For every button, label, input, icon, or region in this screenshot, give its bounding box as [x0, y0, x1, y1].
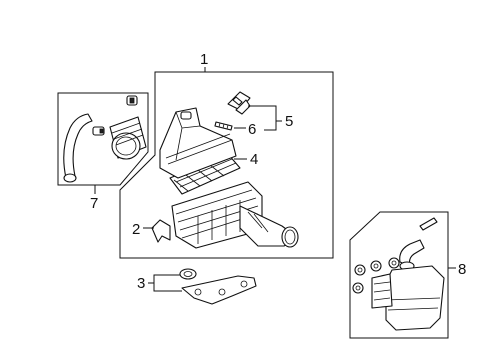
- part-3-bracket-and-grommet: [179, 268, 257, 305]
- callout-4: 4: [250, 151, 258, 168]
- part-8-resonator: [352, 217, 445, 331]
- part-1-air-cleaner-assembly: [159, 107, 299, 249]
- callout-2: 2: [132, 221, 140, 238]
- assembly-8-frame: [349, 211, 449, 339]
- leader-3: [148, 274, 182, 292]
- part-7-intake-duct: [63, 95, 147, 183]
- callout-1: 1: [200, 51, 208, 68]
- part-6-screw: [214, 121, 233, 131]
- leader-5: [248, 105, 282, 131]
- callout-8: 8: [458, 261, 466, 278]
- callout-6: 6: [248, 121, 256, 138]
- part-2-clip: [151, 219, 171, 243]
- part-5-mass-air-flow-sensor: [227, 91, 251, 115]
- callout-7: 7: [90, 195, 98, 212]
- assembly-1-frame: [119, 71, 334, 259]
- assembly-7-frame: [57, 92, 149, 186]
- callout-5: 5: [285, 113, 293, 130]
- callout-3: 3: [137, 275, 145, 292]
